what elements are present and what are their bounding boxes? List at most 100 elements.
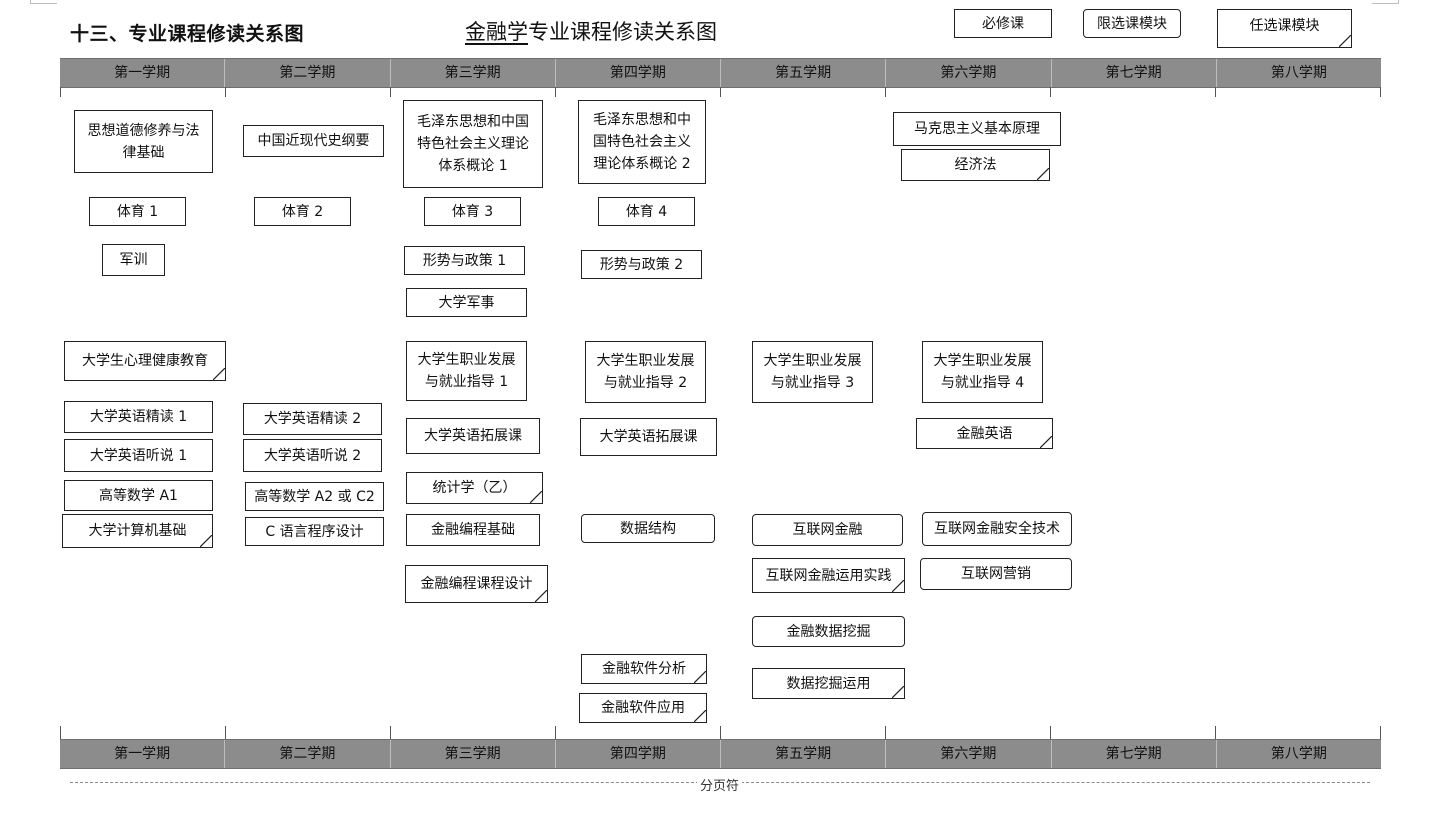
column-tick — [225, 87, 226, 97]
legend-elective-label: 任选课模块 — [1249, 18, 1320, 34]
column-tick — [720, 726, 721, 739]
semester-8-top: 第八学期 — [1270, 65, 1327, 81]
folded-corner-icon — [892, 686, 904, 698]
semester-7-top: 第七学期 — [1052, 59, 1217, 87]
semester-6-top: 第六学期 — [886, 59, 1052, 87]
course-label: 统计学（乙） — [432, 480, 517, 496]
legend-limited: 限选课模块 — [1083, 9, 1181, 38]
folded-corner-icon — [530, 491, 542, 503]
column-tick — [1215, 726, 1216, 739]
course-box: 毛泽东思想和中国 特色社会主义理论 体系概论 1 — [403, 100, 543, 188]
course-box: 互联网营销 — [920, 558, 1072, 590]
course-box: 大学英语拓展课 — [580, 418, 717, 456]
course-box: 金融数据挖掘 — [752, 616, 905, 647]
column-tick — [1380, 87, 1381, 97]
course-box: 数据结构 — [581, 514, 715, 543]
folded-corner-icon — [892, 580, 904, 592]
course-label: 大学生心理健康教育 — [82, 353, 208, 369]
column-tick — [720, 87, 721, 97]
semester-1-bottom: 第一学期 — [60, 740, 226, 768]
course-box: 体育 4 — [598, 197, 695, 226]
semester-1-top: 第一学期 — [60, 59, 226, 87]
course-box: 金融软件分析 — [581, 654, 707, 684]
course-box: 大学生职业发展 与就业指导 4 — [922, 341, 1043, 403]
folded-corner-icon — [200, 535, 212, 547]
page-break-label: 分页符 — [697, 775, 743, 794]
course-box: 中国近现代史纲要 — [243, 125, 384, 157]
course-box: 数据挖掘运用 — [752, 668, 905, 699]
course-box: 经济法 — [901, 149, 1050, 181]
course-box: 大学英语拓展课 — [406, 418, 540, 454]
course-box: 思想道德修养与法 律基础 — [74, 110, 213, 173]
semester-4-top: 第四学期 — [556, 59, 721, 87]
column-tick — [1380, 726, 1381, 739]
course-label: 大学计算机基础 — [88, 523, 187, 539]
course-box: 互联网金融 — [752, 514, 903, 546]
course-label: 金融软件应用 — [601, 700, 685, 716]
course-box: 金融编程基础 — [406, 514, 540, 546]
course-box: 大学英语听说 2 — [243, 439, 382, 472]
course-box: 大学英语精读 1 — [64, 401, 213, 433]
column-tick — [1215, 87, 1216, 97]
course-box: 大学生职业发展 与就业指导 1 — [406, 341, 527, 401]
semester-5-top: 第五学期 — [721, 59, 887, 87]
column-tick — [1050, 87, 1051, 97]
course-box: 金融软件应用 — [579, 693, 707, 723]
course-box: 高等数学 A1 — [64, 480, 213, 511]
course-label: 互联网金融运用实践 — [765, 567, 892, 584]
semester-4-bottom: 第四学期 — [556, 740, 721, 768]
semester-header-top: 第一学期 第二学期 第三学期 第四学期 第五学期 第六学期 第七学期 第八学期 — [60, 58, 1381, 88]
chart-title-major: 金融学 — [465, 20, 528, 44]
semester-3-bottom: 第三学期 — [391, 740, 556, 768]
course-box: 体育 2 — [254, 197, 351, 226]
course-box: 高等数学 A2 或 C2 — [245, 482, 384, 511]
course-box: 大学计算机基础 — [62, 514, 213, 548]
course-box: 大学军事 — [406, 288, 527, 317]
page-corner-mark-left — [30, 0, 57, 4]
folded-corner-icon — [213, 368, 225, 380]
course-box: 金融编程课程设计 — [405, 565, 548, 603]
course-label: 数据挖掘运用 — [786, 675, 871, 692]
folded-corner-icon — [1040, 436, 1052, 448]
course-box: 毛泽东思想和中 国特色社会主义 理论体系概论 2 — [578, 100, 706, 184]
semester-7-bottom: 第七学期 — [1052, 740, 1217, 768]
course-box: 统计学（乙） — [406, 472, 543, 504]
course-box: 大学生心理健康教育 — [64, 341, 226, 381]
legend-elective: 任选课模块 — [1217, 9, 1352, 48]
folded-corner-icon — [694, 710, 706, 722]
section-heading: 十三、专业课程修读关系图 — [70, 23, 305, 45]
column-tick — [885, 87, 886, 97]
semester-3-top: 第三学期 — [391, 59, 556, 87]
course-box: 互联网金融安全技术 — [922, 512, 1072, 546]
course-box: 形势与政策 1 — [404, 246, 525, 275]
semester-5-bottom: 第五学期 — [721, 740, 887, 768]
semester-2-bottom: 第二学期 — [225, 740, 391, 768]
column-tick — [555, 726, 556, 739]
course-box: 大学英语听说 1 — [64, 439, 213, 472]
course-box: 体育 3 — [424, 197, 521, 226]
column-tick — [390, 87, 391, 97]
semester-8-bottom: 第八学期 — [1270, 746, 1327, 762]
column-tick — [1050, 726, 1051, 739]
course-label: 金融编程课程设计 — [420, 576, 533, 592]
column-tick — [555, 87, 556, 97]
course-box: 马克思主义基本原理 — [893, 112, 1061, 146]
course-box: 金融英语 — [916, 418, 1053, 449]
course-box: C 语言程序设计 — [245, 517, 384, 546]
chart-title: 金融学专业课程修读关系图 — [465, 16, 717, 46]
course-label: 经济法 — [954, 157, 997, 173]
column-tick — [225, 726, 226, 739]
course-box: 形势与政策 2 — [581, 250, 702, 279]
course-box: 体育 1 — [89, 197, 186, 226]
course-box: 军训 — [102, 244, 165, 276]
folded-corner-icon — [1037, 168, 1049, 180]
column-tick — [60, 726, 61, 739]
folded-corner-icon — [535, 590, 547, 602]
course-box: 大学英语精读 2 — [243, 403, 382, 435]
course-label: 金融软件分析 — [602, 661, 686, 677]
column-tick — [885, 726, 886, 739]
column-tick — [60, 87, 61, 97]
folded-corner-icon — [694, 671, 706, 683]
course-label: 金融英语 — [956, 425, 1013, 442]
course-box: 互联网金融运用实践 — [752, 558, 905, 593]
